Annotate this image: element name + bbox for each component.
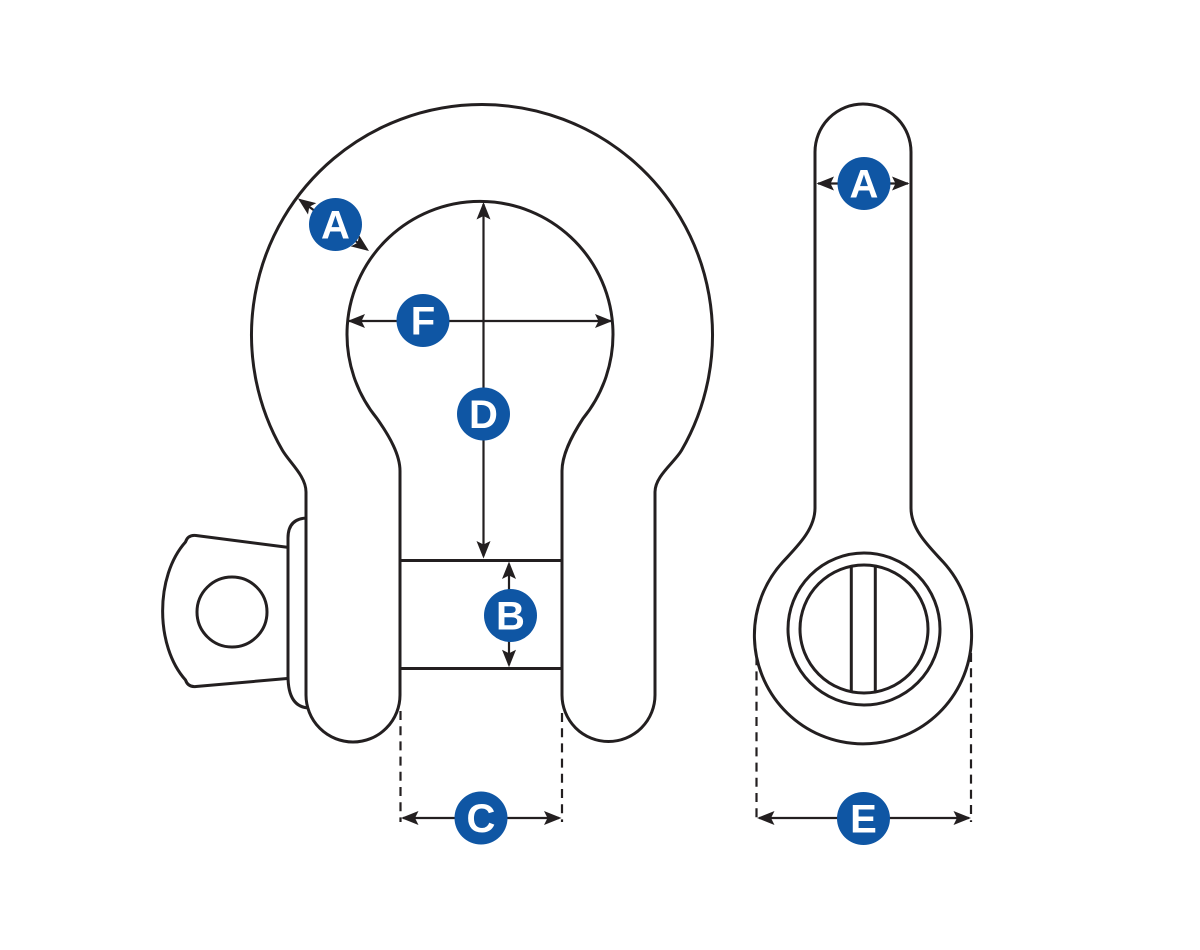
svg-text:F: F — [411, 299, 435, 343]
svg-text:E: E — [850, 797, 877, 841]
svg-text:A: A — [321, 203, 350, 247]
svg-text:D: D — [469, 393, 498, 437]
svg-text:A: A — [850, 162, 879, 206]
svg-text:B: B — [496, 594, 525, 638]
svg-text:C: C — [467, 797, 496, 841]
